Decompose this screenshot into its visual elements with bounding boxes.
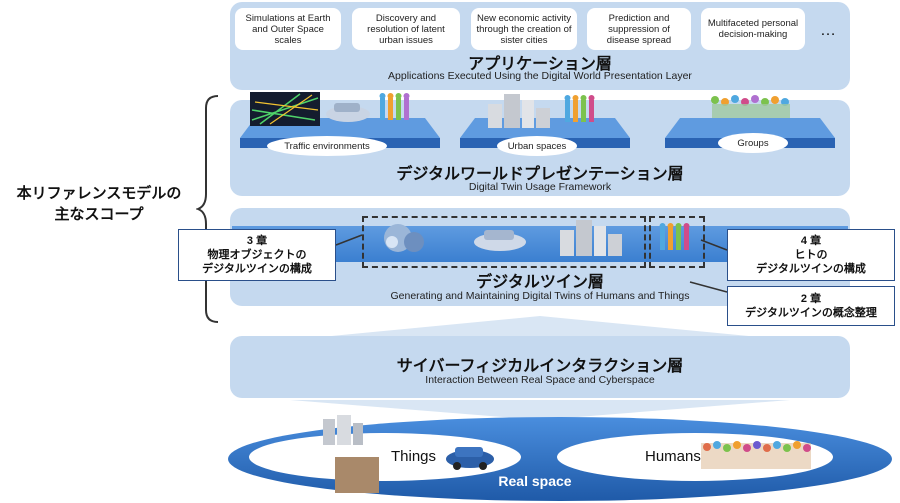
car-twin-icon [474,230,526,251]
app-box-disease-spread: Prediction and suppression of disease sp… [587,8,691,50]
callout-chapter-3-line3: デジタルツインの構成 [202,263,312,275]
things-twin-group [362,216,646,268]
people-icon-2 [564,95,595,122]
twin-objects [384,220,690,256]
things-buildings-icon [323,415,363,445]
twin-layer-title-en: Generating and Maintaining Digital Twins… [390,290,690,302]
interaction-layer-titles: サイバーフィジカルインタラクション層 Interaction Between R… [230,352,850,392]
callout-chapter-4-num: 4 章 [800,235,822,247]
callout-chapter-2-num: 2 章 [800,293,822,305]
app-ellipsis: … [820,22,836,39]
real-space-disc [228,415,892,501]
presentation-layer-title-ja: デジタルワールドプレゼンテーション層 [396,166,684,183]
machine-icon [384,224,424,252]
twin-layer-titles: デジタルツイン層 Generating and Maintaining Digi… [230,268,850,304]
people-icon [379,93,410,120]
humans-twin-group [649,216,705,268]
things-ellipse [249,433,521,481]
humans-crowd-icon [701,441,811,469]
app-box-decision-making: Multifaceted personal decision-making [701,8,805,50]
interaction-layer [230,336,850,398]
groups-platform [665,118,835,138]
buildings-twin-icon [560,220,622,256]
traffic-label: Traffic environments [267,136,387,156]
callout-chapter-4-line2: ヒトの [794,249,828,261]
things-car-icon [446,447,494,470]
scope-label-line1: 本リファレンスモデルの [16,185,182,202]
real-space-label: Real space [498,473,572,489]
groups-label: Groups [718,133,788,153]
app-box-urban-issues: Discovery and resolution of latent urban… [352,8,460,50]
callout-chapter-3-num: 3 章 [246,235,268,247]
people-twin-icon [659,223,690,250]
scope-brace [196,95,219,323]
application-layer-title-ja: アプリケーション層 [468,56,612,73]
app-box-space-simulation: Simulations at Earth and Outer Space sca… [235,8,341,50]
application-layer-title-en: Applications Executed Using the Digital … [388,70,692,82]
callout-chapter-4-line3: デジタルツインの構成 [756,263,866,275]
callout-chapter-2: 2 章 デジタルツインの概念整理 [727,286,895,326]
callout-chapter-4: 4 章 ヒトの デジタルツインの構成 [727,229,895,281]
callout-chapter-3-line2: 物理オブジェクトの [207,249,307,261]
application-layer-titles: アプリケーション層 Applications Executed Using th… [230,50,850,88]
interaction-layer-title-en: Interaction Between Real Space and Cyber… [425,374,655,386]
callout-chapter-2-line2: デジタルツインの概念整理 [745,307,877,319]
humans-label: Humans [645,448,701,465]
callout-chapter-3: 3 章 物理オブジェクトの デジタルツインの構成 [178,229,336,281]
twin-layer-title-ja: デジタルツイン層 [476,274,604,291]
buildings-icon [488,94,550,128]
things-map-icon [335,457,379,493]
scope-label: 本リファレンスモデルの 主なスコープ [4,183,194,225]
presentation-layer-title-en: Digital Twin Usage Framework [468,181,612,193]
interaction-layer-title-ja: サイバーフィジカルインタラクション層 [396,358,684,375]
urban-label: Urban spaces [497,136,577,156]
presentation-layer-titles: デジタルワールドプレゼンテーション層 Digital Twin Usage Fr… [230,160,850,196]
scope-label-line2: 主なスコープ [54,206,144,223]
crowd-icon [711,95,790,118]
things-label: Things [391,448,437,465]
app-box-sister-cities: New economic activity through the creati… [471,8,577,50]
